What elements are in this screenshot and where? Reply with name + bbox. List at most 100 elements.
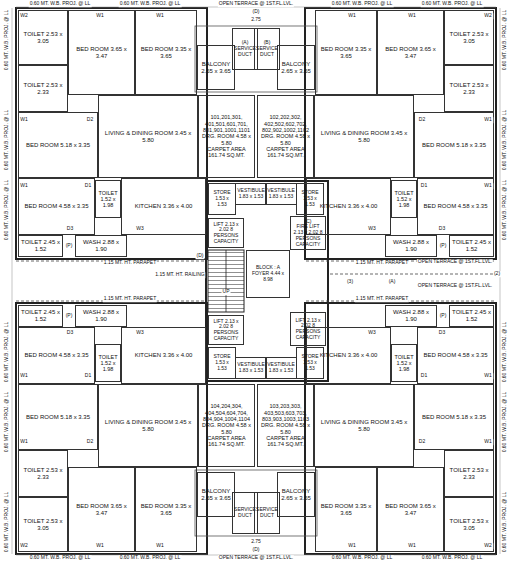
- plan-annotation: 1.15 MT. HT. PARAPET: [103, 296, 157, 302]
- plan-annotation: D3: [438, 330, 446, 336]
- plan-annotation: W1: [19, 183, 29, 189]
- room-label: LIVING & DINING ROOM 3.45 x 5.80: [316, 419, 412, 433]
- plan-annotation: W1: [19, 439, 29, 445]
- room-box: LIFT 2.13 x 2.02 8 PERSONS CAPACITY: [290, 312, 326, 346]
- room-label: BED ROOM 3.65 x 3.47: [379, 503, 442, 517]
- room-label: 104,204,304, 404,504,604,704, 804,904,10…: [200, 403, 253, 422]
- room-label: WASH 2.88 x 1.90: [387, 239, 435, 253]
- plan-annotation: D1: [84, 373, 92, 379]
- room-box: SERVICE DUCT: [254, 492, 280, 534]
- plan-annotation: 0.60 MT. W.B. PROJ. @ LL: [502, 491, 508, 554]
- room-label: BED ROOM 4.58 x 3.35: [423, 203, 487, 210]
- plan-annotation: (D): [252, 547, 261, 553]
- room-label: TOILET 2.53 x 2.33: [20, 467, 66, 481]
- room-label: 102,202,302, 402,502,602,702, 802,902,10…: [259, 114, 312, 133]
- plan-annotation: W1: [483, 373, 493, 379]
- room-label: VESTIBULE 1.83 x 1.53: [237, 188, 265, 200]
- room-box: BED ROOM 3.35 x 3.65: [135, 467, 197, 552]
- plan-annotation: W2: [19, 543, 29, 549]
- room-box: KITCHEN 3.36 x 4.00: [121, 178, 206, 235]
- room-label: BED ROOM 5.18 x 3.35: [422, 414, 486, 421]
- room-box: TOILET 2.53 x 2.33: [444, 65, 494, 112]
- plan-annotation: 0.60 MT. W.B. PROJ. @ LL: [502, 179, 508, 242]
- room-label: BED ROOM 3.35 x 3.65: [317, 46, 375, 60]
- room-box: LIVING & DINING ROOM 3.45 x 5.80: [314, 95, 414, 178]
- plan-annotation: D1: [420, 373, 428, 379]
- room-label: TOILET 2.53 x 2.33: [446, 82, 492, 96]
- room-label: BED ROOM 4.58 x 3.35: [24, 352, 88, 359]
- room-label: TOILET 2.53 x 3.05: [20, 31, 66, 45]
- room-label: LIVING & DINING ROOM 3.45 x 5.80: [100, 419, 196, 433]
- plan-annotation: OPEN TERRACE @ 1ST.FL.LVL.: [218, 555, 294, 561]
- room-label: TOILET 2.53 x 3.05: [446, 518, 492, 532]
- room-label: FOYER 4.44 x 8.98: [248, 271, 288, 283]
- plan-annotation: (P): [439, 243, 448, 249]
- plan-annotation: 0.60 MT. W.B. PROJ. @ LL: [29, 555, 92, 561]
- room-box: BED ROOM 3.65 x 3.47: [377, 10, 444, 95]
- room-box: (B)SERVICE DUCT: [254, 28, 280, 70]
- room-box: VESTIBULE 1.83 x 1.53: [265, 183, 297, 205]
- plan-annotation: (2): [493, 271, 501, 277]
- plan-annotation: 0.60 MT. W.B. PROJ. @ LL: [421, 555, 484, 561]
- plan-annotation: W1: [155, 543, 165, 549]
- room-label: 101,201,301, 401,501,601,701, 801,901,10…: [200, 114, 253, 133]
- room-label: TOILET 1.52 x 1.98: [393, 190, 415, 209]
- room-label: DRG. ROOM 4.58 x 5.80: [259, 133, 312, 146]
- room-box: BED ROOM 3.35 x 3.65: [315, 467, 377, 552]
- room-box: 102,202,302, 402,502,602,702, 802,902,10…: [257, 95, 314, 178]
- room-label: SERVICE DUCT: [234, 507, 256, 519]
- plan-annotation: W1: [19, 373, 29, 379]
- room-box: TOILET 1.52 x 1.98: [391, 344, 417, 382]
- room-box: BALCONY 2.65 x 3.65: [277, 472, 315, 517]
- room-box: BED ROOM 3.65 x 3.47: [68, 467, 135, 552]
- room-label: WASH 2.88 x 1.90: [387, 309, 435, 323]
- room-label: BALCONY 2.65 x 3.65: [199, 488, 233, 502]
- room-label: STORE 1.53 x 1.53: [298, 354, 322, 371]
- plan-annotation: W1: [483, 183, 493, 189]
- room-label: STORE 1.53 x 1.53: [210, 190, 234, 207]
- plan-annotation: 0.60 MT. W.B. PROJ. @ LL: [502, 9, 508, 72]
- plan-annotation: D1: [420, 183, 428, 189]
- plan-annotation: W1: [95, 543, 105, 549]
- plan-annotation: W1: [483, 117, 493, 123]
- room-box: TOILET 1.52 x 1.98: [95, 180, 121, 218]
- room-label: TOILET 2.45 x 1.52: [20, 239, 61, 253]
- room-label: BED ROOM 5.18 x 3.35: [26, 414, 90, 421]
- plan-annotation: D1: [84, 183, 92, 189]
- room-label: TOILET 2.53 x 2.33: [20, 82, 66, 96]
- room-box: TOILET 2.53 x 2.33: [444, 450, 494, 497]
- room-box: TOILET 2.53 x 2.33: [18, 450, 68, 497]
- room-label: STORE 1.53 x 1.53: [298, 190, 322, 207]
- room-box: BLOCK : AFOYER 4.44 x 8.98: [246, 250, 290, 298]
- plan-annotation: 0.60 MT. W.B. PROJ. @ LL: [331, 1, 394, 7]
- plan-annotation: OPEN TERRACE @ 1ST.FL.LVL.: [417, 283, 493, 289]
- room-box: VESTIBULE 1.83 x 1.53: [265, 357, 297, 379]
- room-label: CARPET AREA 161.74 SQ.MT.: [259, 146, 312, 159]
- plan-annotation: W1: [347, 543, 357, 549]
- room-label: TOILET 2.45 x 1.52: [451, 309, 492, 323]
- room-box: WASH 2.88 x 1.90: [75, 305, 127, 327]
- plan-annotation: (D): [252, 9, 261, 15]
- plan-annotation: 1.15 MT. HT. PARAPET: [355, 296, 409, 302]
- room-label: STORE 1.53 x 1.53: [210, 354, 234, 371]
- room-label: BALCONY 2.65 x 3.65: [199, 61, 233, 75]
- room-label: KITCHEN 3.36 x 4.00: [320, 203, 378, 210]
- plan-annotation: 1.15 MT. HT. PARAPET: [355, 260, 409, 266]
- room-box: KITCHEN 3.36 x 4.00: [121, 327, 206, 384]
- room-box: TOILET 1.52 x 1.98: [391, 180, 417, 218]
- plan-annotation: OPEN TERRACE @ 1ST.FL.LVL.: [218, 1, 294, 7]
- room-label: SERVICE DUCT: [256, 507, 278, 519]
- plan-annotation: 0.60 MT. W.B. PROJ. @ LL: [4, 491, 10, 554]
- room-box: LIFT 2.13 x 2.02 8 PERSONS CAPACITY: [208, 315, 244, 345]
- room-box: 103,203,303, 403,503,603,703, 803,903,10…: [257, 384, 314, 467]
- plan-annotation: W2: [483, 543, 493, 549]
- plan-annotation: 0.60 MT. W.B. PROJ. @ LL: [4, 321, 10, 384]
- room-box: (C)FIRE LIFT 2.13 x 2.02 8 PERSONS CAPAC…: [290, 216, 326, 250]
- room-box: LIVING & DINING ROOM 3.45 x 5.80: [314, 384, 414, 467]
- room-label: TOILET 2.45 x 1.52: [451, 239, 492, 253]
- plan-annotation: D2: [86, 439, 94, 445]
- room-label: BED ROOM 3.65 x 3.47: [70, 46, 133, 60]
- room-label: SERVICE DUCT: [234, 46, 256, 58]
- room-box: VESTIBULE 1.83 x 1.53: [235, 183, 267, 205]
- room-label: LIFT 2.13 x 2.02 8 PERSONS CAPACITY: [210, 222, 242, 245]
